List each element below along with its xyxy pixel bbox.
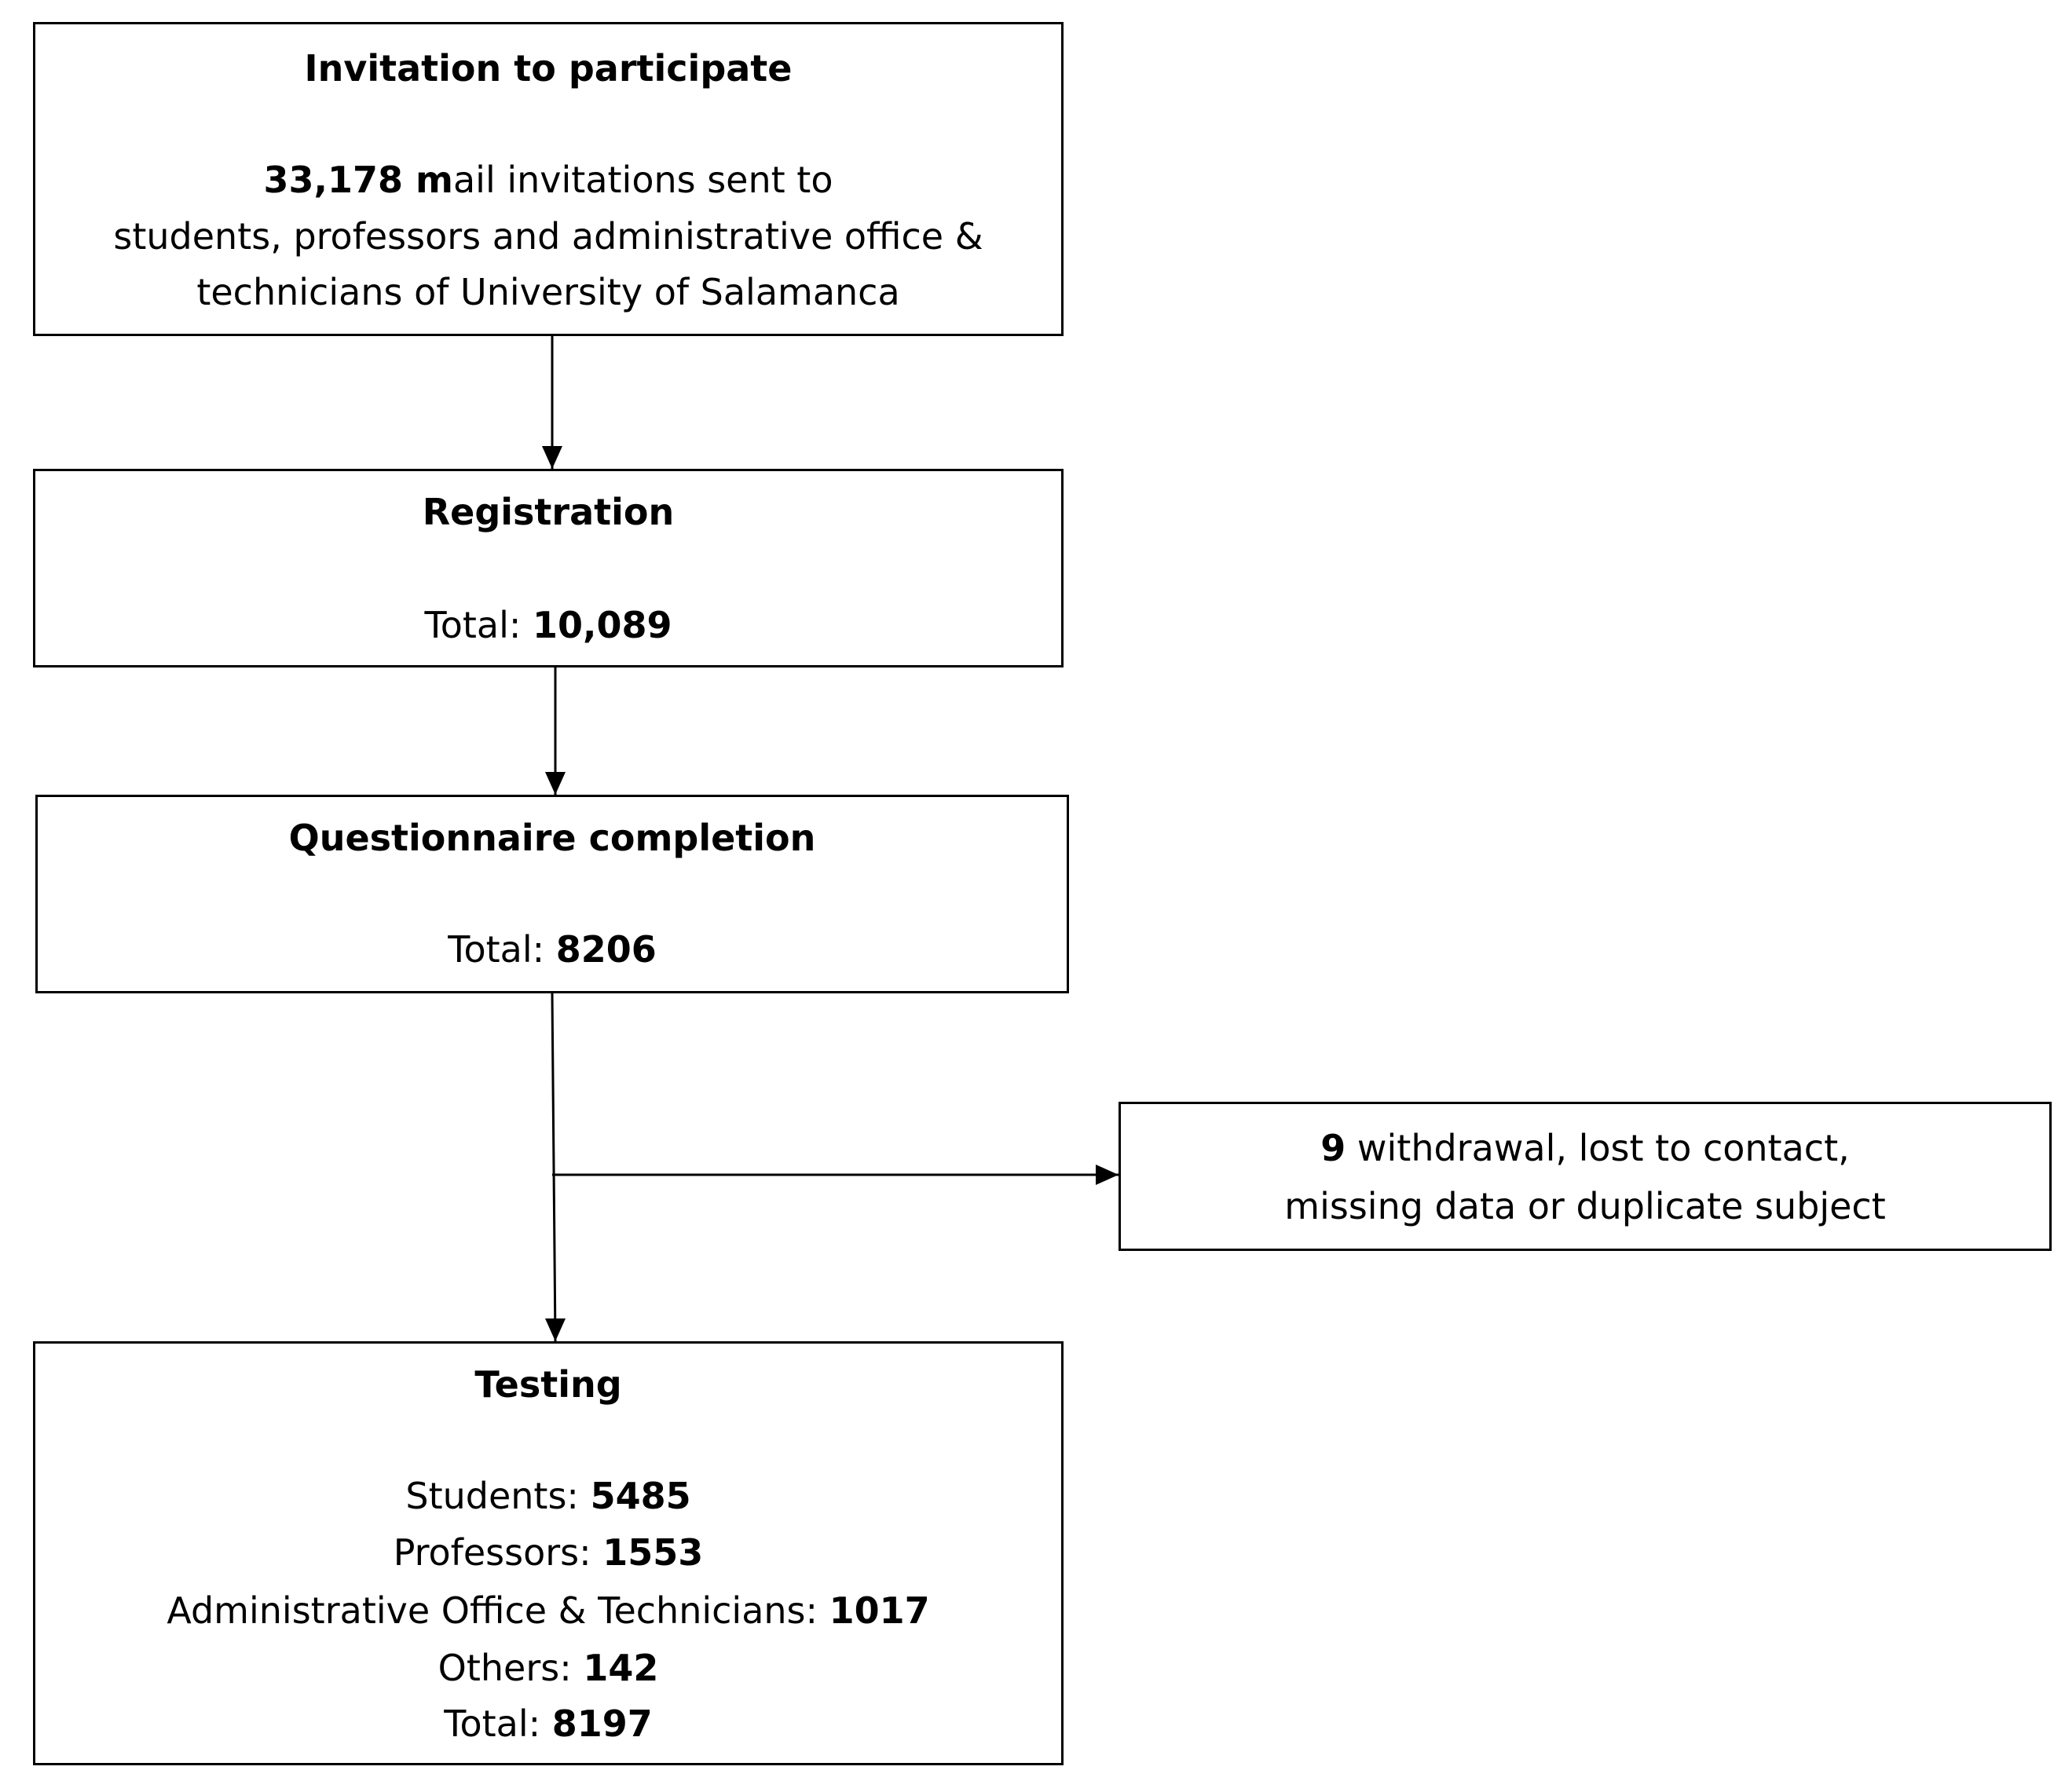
arrow-questionnaire-to-testing [551,993,557,1342]
testing-total: Total: 8197 [35,1702,1061,1746]
testing-professors-label: Professors: [393,1531,603,1574]
registration-total-label: Total: [424,604,533,646]
testing-others: Others: 142 [35,1646,1061,1690]
invitation-line-1: 33,178 mail invitations sent to [35,158,1061,202]
withdrawal-box: 9 withdrawal, lost to contact, missing d… [1119,1102,2052,1251]
testing-others-value: 142 [583,1647,659,1689]
testing-admin-label: Administrative Office & Technicians: [167,1589,829,1632]
testing-others-label: Others: [438,1647,584,1689]
withdrawal-line-2: missing data or duplicate subject [1284,1185,1886,1227]
testing-admin-value: 1017 [829,1589,930,1632]
questionnaire-total: Total: 8206 [38,927,1067,971]
testing-box: Testing Students: 5485 Professors: 1553 … [33,1341,1064,1765]
invitation-count: 33,178 m [263,159,453,201]
registration-box: Registration Total: 10,089 [33,469,1064,667]
testing-title: Testing [474,1363,622,1406]
registration-total-value: 10,089 [533,604,672,646]
testing-students-label: Students: [405,1475,591,1517]
arrowhead-registration [542,446,562,469]
invitation-line-3: technicians of University of Salamanca [196,271,900,313]
testing-professors: Professors: 1553 [35,1531,1061,1574]
testing-total-label: Total: [444,1702,552,1745]
withdrawal-line-1: 9 withdrawal, lost to contact, [1121,1126,2049,1170]
registration-total: Total: 10,089 [35,603,1061,647]
arrowhead-withdrawal [1096,1165,1119,1185]
invitation-line-2: students, professors and administrative … [113,215,983,258]
invitation-line-1-rest: ail invitations sent to [452,159,833,201]
testing-total-value: 8197 [551,1702,653,1745]
invitation-box: Invitation to participate 33,178 mail in… [33,22,1064,336]
arrowhead-testing [545,1318,566,1341]
questionnaire-title: Questionnaire completion [288,817,816,859]
invitation-title: Invitation to participate [304,47,793,90]
arrowhead-questionnaire [545,772,566,795]
testing-students: Students: 5485 [35,1474,1061,1518]
testing-professors-value: 1553 [602,1531,704,1574]
questionnaire-total-value: 8206 [555,928,657,971]
testing-students-value: 5485 [590,1475,691,1517]
questionnaire-box: Questionnaire completion Total: 8206 [35,795,1069,993]
testing-admin: Administrative Office & Technicians: 101… [35,1589,1061,1633]
registration-title: Registration [422,491,675,533]
withdrawal-count: 9 [1320,1127,1346,1169]
questionnaire-total-label: Total: [448,928,556,971]
withdrawal-line-1-rest: withdrawal, lost to contact, [1346,1127,1850,1169]
